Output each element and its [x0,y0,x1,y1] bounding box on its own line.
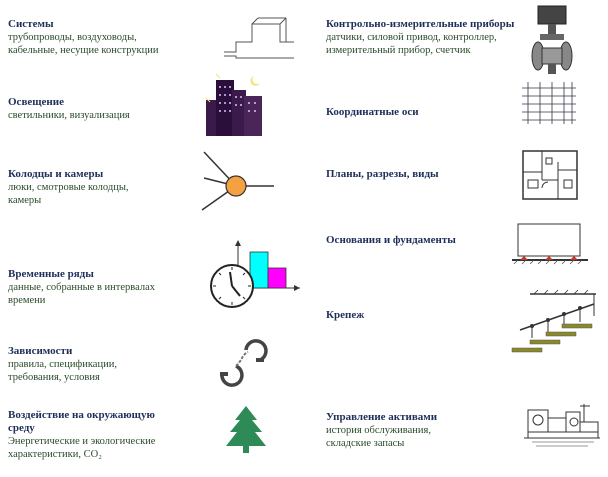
item-desc: правила, спецификации, требования, услов… [8,359,117,383]
item-title: Управление активами [326,411,438,423]
item-title: Колодцы и камеры [8,168,104,180]
item-title: Крепеж [326,309,365,321]
item-title: Воздействие на окружающую среду [8,409,155,434]
bracket-stair-icon [510,289,600,358]
item-title: Контрольно-измерительные приборы [326,18,515,30]
item-desc: датчики, силовой привод, контроллер, изм… [326,32,497,56]
item-environment: Воздействие на окружающую среду Энергети… [8,409,208,461]
item-axes: Координатные оси [326,106,526,119]
item-foundations: Основания и фундаменты [326,234,526,247]
handcuffs-icon [216,336,268,388]
item-title: Координатные оси [326,106,419,118]
item-wells: Колодцы и камеры люки, смотровые колодцы… [8,168,208,207]
item-title: Планы, разрезы, виды [326,168,439,180]
night-buildings-icon [205,73,268,140]
item-desc: история обслуживания, складские запасы [326,425,431,449]
item-desc: трубопроводы, воздуховоды, кабельные, не… [8,32,159,56]
grid-axes-icon [522,82,576,124]
item-desc: люки, смотровые колодцы, камеры [8,182,129,206]
item-title: Освещение [8,96,64,108]
foundation-icon [510,222,590,272]
clock-bar-chart-icon [206,238,300,310]
fir-tree-icon [224,406,268,454]
item-title: Системы [8,18,54,30]
machinery-drawing-icon [524,404,600,450]
item-title: Зависимости [8,345,73,357]
item-instruments: Контрольно-измерительные приборы датчики… [326,18,526,57]
item-title: Временные ряды [8,268,94,280]
item-desc: светильники, визуализация [8,110,130,121]
valve-actuator-icon [530,5,574,76]
item-assets: Управление активами история обслуживания… [326,411,526,450]
item-fasteners: Крепеж [326,309,526,322]
item-timeseries: Временные ряды данные, собранные в интер… [8,268,208,307]
item-title: Основания и фундаменты [326,234,456,246]
item-lighting: Освещение светильники, визуализация [8,96,208,122]
item-desc: Энергетические и экологические характери… [8,436,156,460]
item-systems: Системы трубопроводы, воздуховоды, кабел… [8,18,208,57]
item-plans: Планы, разрезы, виды [326,168,526,181]
floor-plan-icon [522,150,578,200]
item-desc: данные, собранные в интервалах времени [8,282,155,306]
manhole-junction-icon [200,151,276,212]
duct-profile-icon [222,14,302,64]
item-dependencies: Зависимости правила, спецификации, требо… [8,345,208,384]
